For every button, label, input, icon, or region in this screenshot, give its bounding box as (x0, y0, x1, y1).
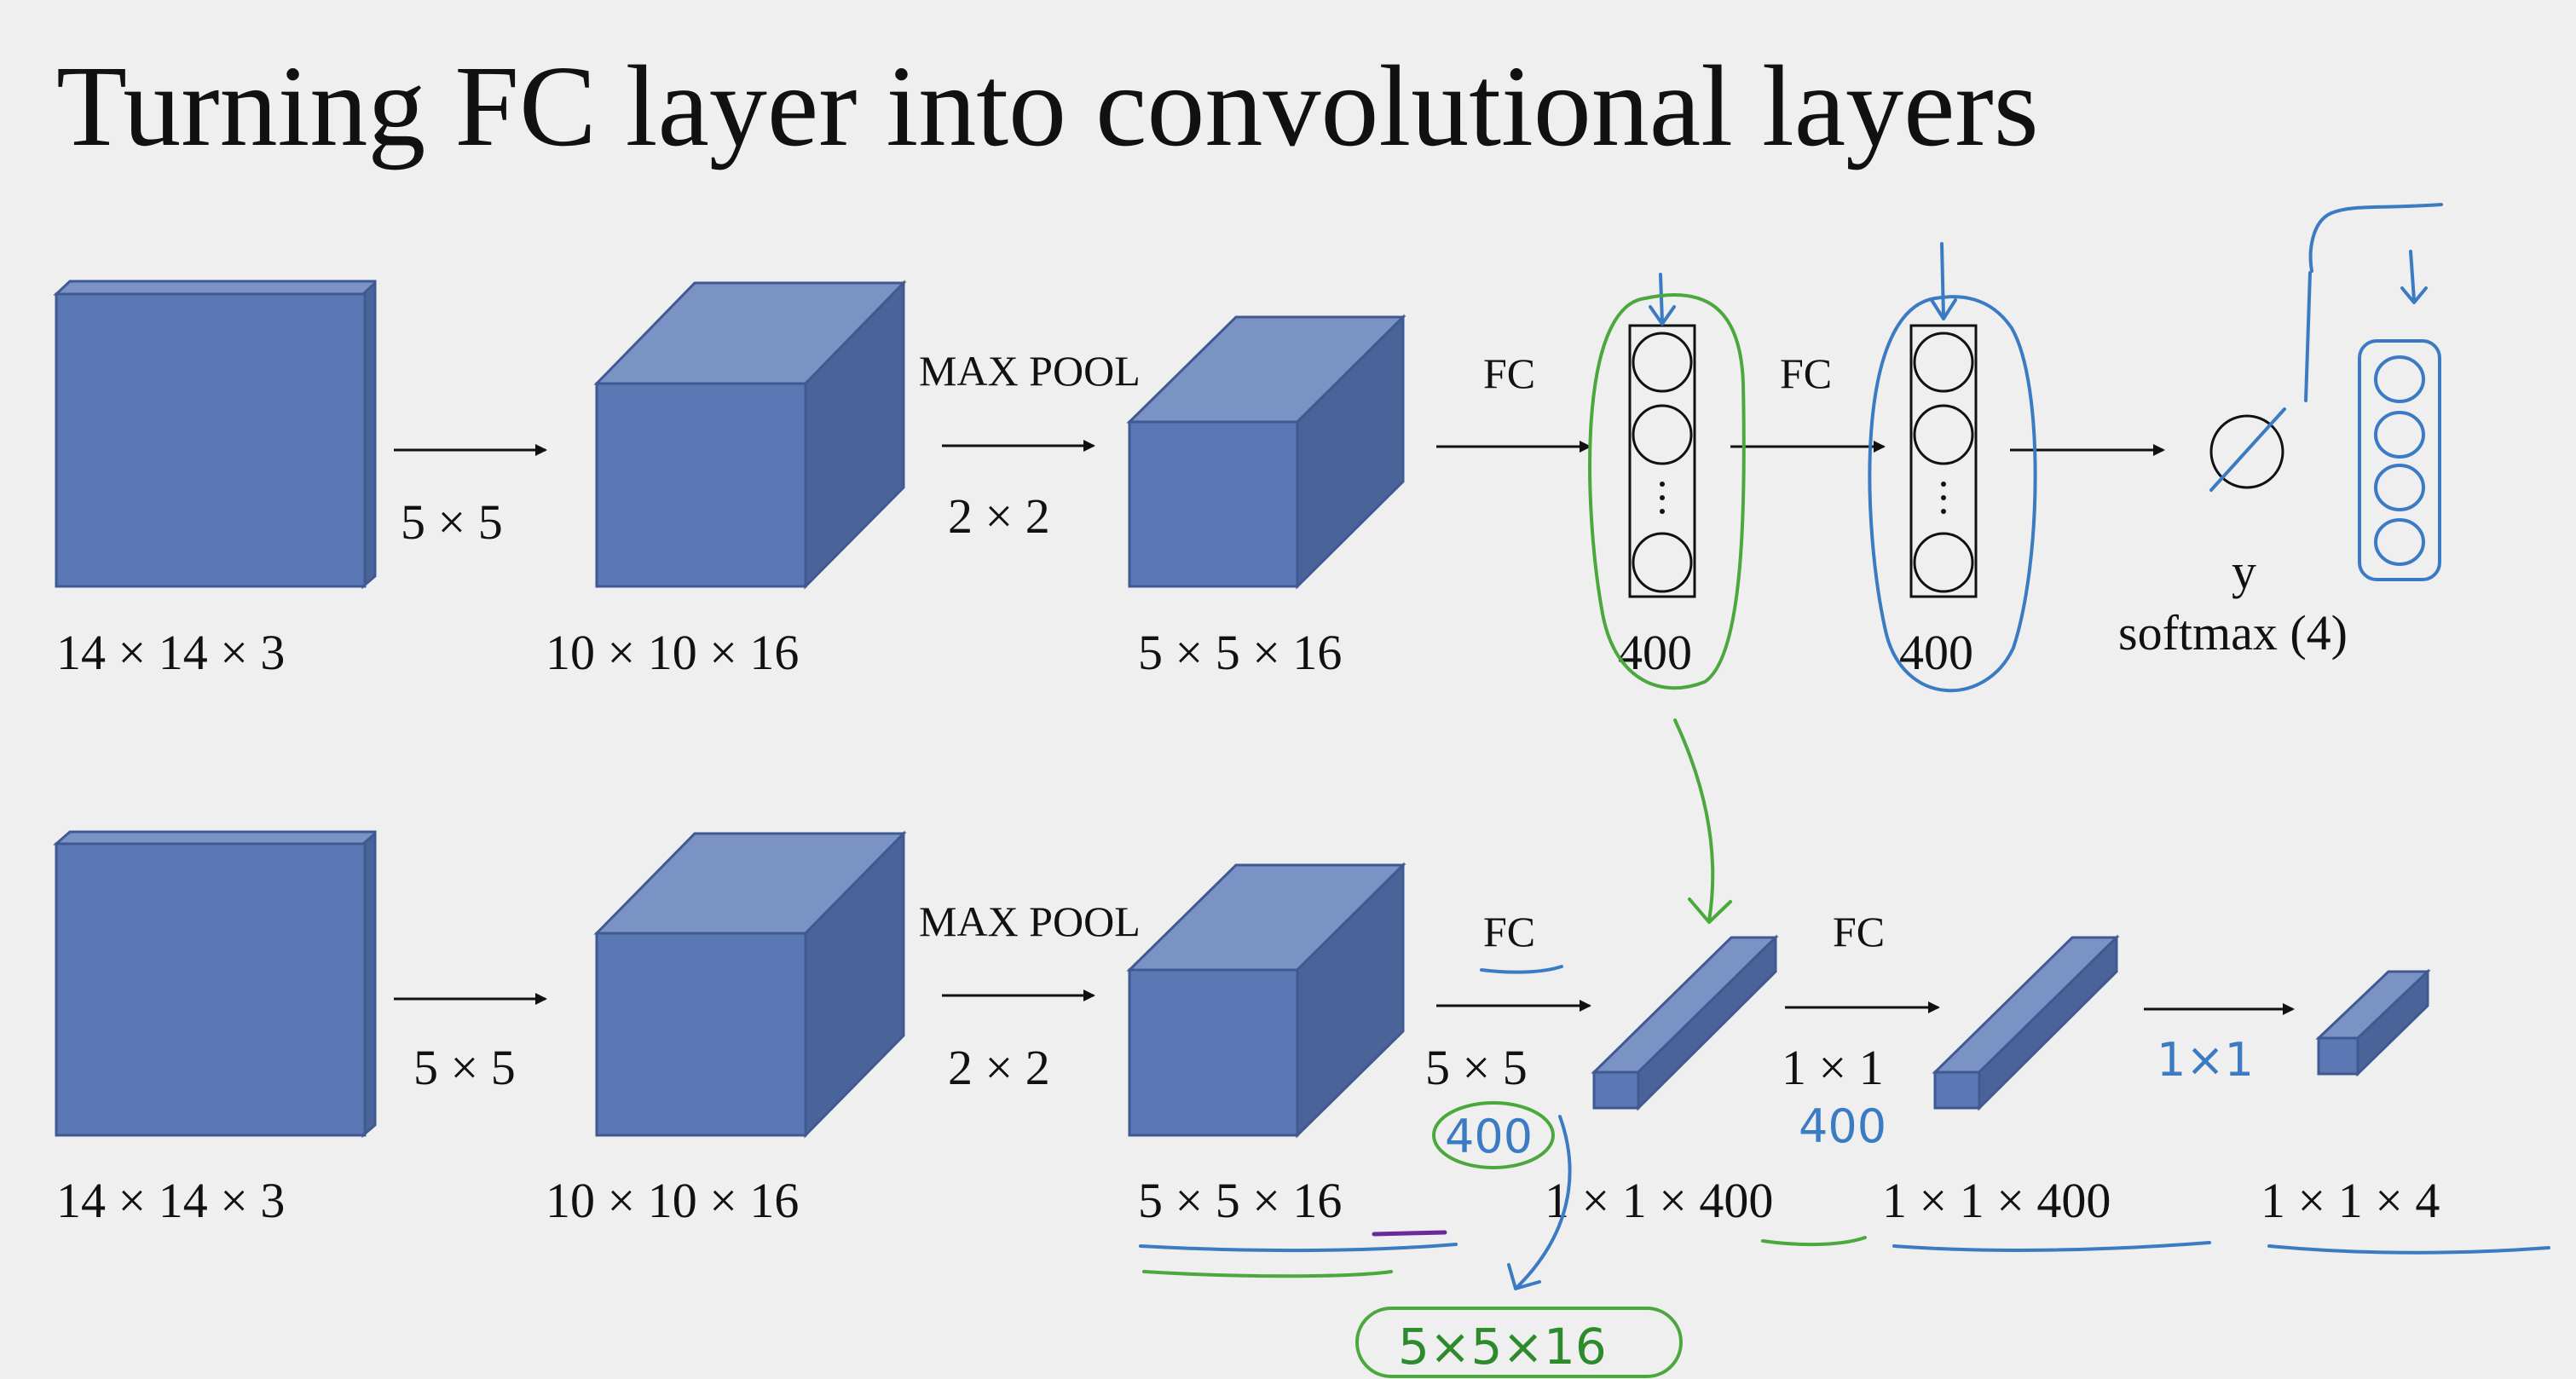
row1-conv-out-label: 10 × 10 × 16 (546, 625, 799, 680)
row1-input-volume (53, 280, 377, 590)
row1-input-label: 14 × 14 × 3 (56, 625, 285, 680)
row2-conv-out-label: 10 × 10 × 16 (546, 1173, 799, 1228)
row2-fc2-filter: 1 × 1 (1782, 1040, 1884, 1095)
page-title: Turning FC layer into convolutional laye… (56, 43, 2039, 170)
row2-conv-filter: 5 × 5 (413, 1040, 516, 1095)
ink-blue-loop-fc2 (1868, 295, 2037, 693)
row2-pool-volume (1126, 862, 1406, 1139)
ink-green-link-arrow (1673, 718, 1732, 924)
row1-conv-filter: 5 × 5 (401, 494, 503, 550)
row1-pool-size: 2 × 2 (948, 488, 1050, 544)
row2-fc1-label: FC (1483, 908, 1535, 955)
row2-conv-volume (593, 830, 907, 1139)
ink-arrow-down-fc1 (1649, 273, 1676, 326)
row1-fc1-layer (1628, 324, 1696, 598)
ink-filter-count-a: 400 (1445, 1110, 1533, 1163)
row2-fc1-filter: 5 × 5 (1425, 1040, 1528, 1095)
ink-underline-fc (1480, 965, 1563, 974)
row1-pool-label: MAX POOL (919, 347, 1141, 395)
row2-pool-out-label: 5 × 5 × 16 (1138, 1173, 1342, 1228)
ink-circle-filter-count (1432, 1101, 1555, 1169)
ink-underline-400 (1761, 1236, 1867, 1247)
row1-output-label: softmax (4) (2118, 605, 2348, 661)
row2-fc2-label: FC (1833, 908, 1885, 955)
row2-input-volume (53, 830, 377, 1139)
ink-underline-fc2-out (1892, 1241, 2211, 1252)
row1-pool-out-label: 5 × 5 × 16 (1138, 625, 1342, 680)
ink-underline-pool-out (1139, 1243, 1458, 1253)
ink-underline-16 (1372, 1230, 1447, 1237)
ink-filter-count-b: 400 (1799, 1099, 1886, 1153)
ink-blue-link-arrow (1507, 1115, 1572, 1290)
row1-conv-volume (593, 280, 907, 590)
row2-fc1-volume (1591, 934, 1779, 1111)
ink-softmax-nodes (2304, 203, 2443, 581)
row1-fc2-units: 400 (1899, 625, 1973, 680)
ink-underline-final-out (2267, 1244, 2550, 1255)
ink-green-loop-fc1 (1588, 293, 1746, 690)
ink-circle-filter-size (1355, 1307, 1683, 1378)
row1-fc2-label: FC (1780, 349, 1832, 397)
ink-last-filter: 1×1 (2157, 1033, 2254, 1087)
row2-fc1-out-label: 1 × 1 × 400 (1545, 1173, 1773, 1228)
row2-fc2-out-label: 1 × 1 × 400 (1882, 1173, 2111, 1228)
row1-output-symbol: y (2232, 544, 2256, 599)
row2-pool-label: MAX POOL (919, 897, 1141, 945)
row1-output-node (2209, 407, 2286, 492)
row1-fc2-layer (1909, 324, 1978, 598)
row2-input-label: 14 × 14 × 3 (56, 1173, 285, 1228)
ink-underline-pool-out-2 (1142, 1270, 1393, 1278)
row2-pool-size: 2 × 2 (948, 1040, 1050, 1095)
ink-arrow-down-fc2 (1930, 242, 1957, 320)
row2-output-volume (2315, 968, 2431, 1077)
ink-filter-size: 5×5×16 (1398, 1318, 1607, 1376)
row1-fc1-label: FC (1483, 349, 1535, 397)
row1-pool-volume (1126, 314, 1406, 590)
row2-out-label: 1 × 1 × 4 (2261, 1173, 2440, 1228)
row2-fc2-volume (1932, 934, 2120, 1111)
